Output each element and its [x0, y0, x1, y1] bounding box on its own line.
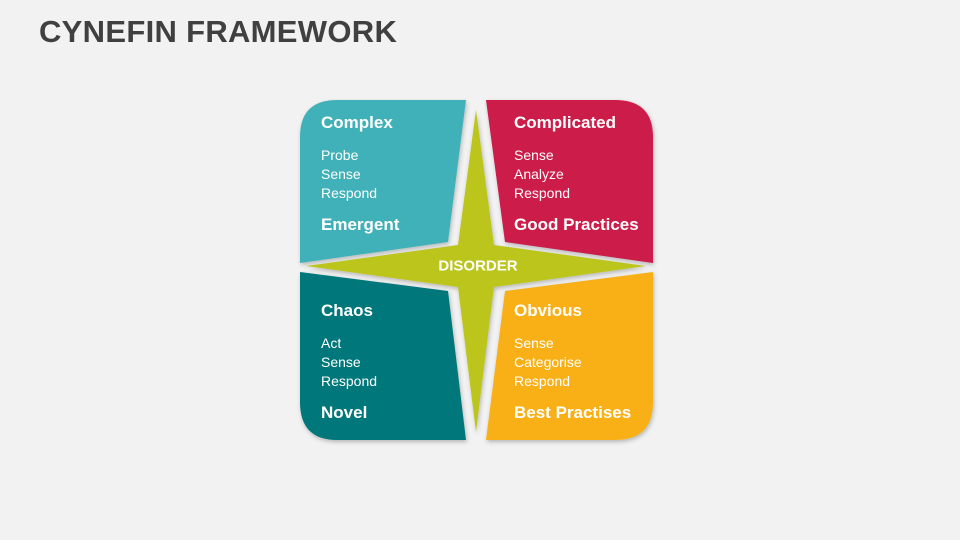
quadrant-title: Chaos	[321, 301, 373, 320]
quadrant-title: Obvious	[514, 301, 583, 320]
step-list: Probe Sense Respond	[321, 146, 399, 203]
step-item: Sense	[514, 335, 554, 351]
quadrant-chaos: Chaos Act Sense Respond Novel	[321, 301, 377, 423]
quadrant-complex: Complex Probe Sense Respond Emergent	[321, 113, 399, 235]
slide-title: CYNEFIN FRAMEWORK	[39, 14, 398, 49]
disorder-label: DISORDER	[438, 257, 518, 275]
disorder-star	[306, 110, 646, 432]
practice-label: Good Practices	[514, 215, 639, 234]
quadrant-complex-shape	[300, 100, 466, 263]
step-list: Sense Categorise Respond	[514, 334, 631, 391]
step-item: Sense	[321, 354, 361, 370]
quadrant-chaos-shape	[300, 272, 466, 440]
step-item: Respond	[321, 373, 378, 389]
quadrant-obvious-shape	[486, 272, 653, 440]
practice-label: Novel	[321, 403, 368, 422]
step-list: Sense Analyze Respond	[514, 146, 639, 203]
quadrant-title: Complicated	[514, 113, 617, 132]
step-item: Act	[321, 335, 342, 351]
step-item: Respond	[321, 185, 378, 201]
practice-label: Best Practises	[514, 403, 632, 422]
quadrant-complicated: Complicated Sense Analyze Respond Good P…	[514, 113, 639, 235]
step-item: Sense	[321, 166, 361, 182]
quadrant-complicated-shape	[486, 100, 653, 263]
step-item: Respond	[514, 373, 571, 389]
practice-label: Emergent	[321, 215, 400, 234]
quadrant-title: Complex	[321, 113, 393, 132]
step-item: Respond	[514, 185, 571, 201]
step-item: Sense	[514, 147, 554, 163]
step-item: Categorise	[514, 354, 582, 370]
step-item: Analyze	[514, 166, 564, 182]
quadrant-obvious: Obvious Sense Categorise Respond Best Pr…	[514, 301, 631, 423]
step-item: Probe	[321, 147, 359, 163]
step-list: Act Sense Respond	[321, 334, 377, 391]
